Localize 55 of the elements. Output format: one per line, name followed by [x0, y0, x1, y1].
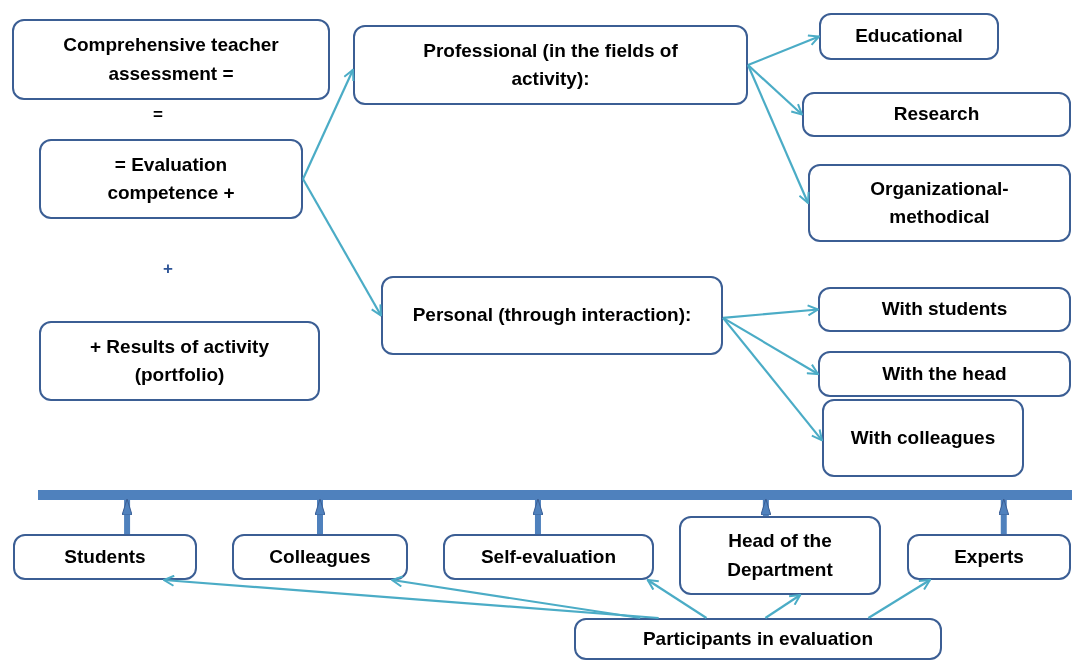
box-label: + Results of activity (portfolio) [89, 334, 270, 387]
arrow [747, 64, 803, 116]
arrow [646, 579, 708, 619]
block-arrow [998, 498, 1010, 534]
rounded-box [353, 25, 748, 105]
rounded-box [818, 287, 1071, 332]
box-label: With colleagues [850, 425, 996, 450]
box-label: Comprehensive teacher assessment = [62, 33, 280, 86]
box-label: Experts [954, 544, 1024, 569]
rounded-box [13, 534, 197, 580]
arrow [722, 317, 823, 442]
box-label: Personal (through interaction): [412, 303, 692, 328]
arrow [722, 316, 819, 375]
arrow [747, 34, 820, 67]
box-label: Organizational-methodical [869, 176, 1010, 229]
rounded-box [818, 351, 1071, 397]
arrow [747, 64, 810, 204]
block-arrow [314, 498, 326, 534]
rounded-box [39, 321, 320, 401]
box-label: Participants in evaluation [642, 626, 874, 651]
rounded-box [808, 164, 1071, 242]
box-label: Educational [855, 24, 963, 49]
rounded-box [39, 139, 303, 219]
box-label: Colleagues [269, 544, 371, 569]
rounded-box [679, 516, 881, 595]
box-label: With the head [882, 361, 1007, 386]
box-label: Professional (in the fields of activity): [422, 38, 679, 91]
arrow [764, 594, 802, 619]
operator-label: + [163, 258, 173, 280]
box-label: With students [881, 297, 1008, 322]
rounded-box [232, 534, 408, 580]
rounded-box [822, 399, 1024, 477]
arrow [162, 574, 659, 620]
box-label: Students [64, 544, 146, 569]
box-label: Research [893, 102, 980, 127]
rounded-box [12, 19, 330, 100]
rounded-box [907, 534, 1071, 580]
bar [38, 490, 1072, 500]
arrow [302, 68, 355, 180]
arrow [722, 304, 819, 319]
box-label: = Evaluation competence + [106, 152, 236, 205]
block-arrow [121, 498, 133, 534]
arrow [302, 178, 382, 317]
box-label: Head of the Department [726, 529, 834, 582]
block-arrow [760, 498, 772, 516]
rounded-box [574, 618, 942, 660]
rounded-box [381, 276, 723, 355]
rounded-box [819, 13, 999, 60]
box-label: Self-evaluation [480, 544, 617, 569]
block-arrow [532, 498, 544, 534]
arrow [867, 579, 931, 619]
rounded-box [802, 92, 1071, 137]
rounded-box [443, 534, 654, 580]
operator-label: = [153, 104, 163, 126]
arrow [391, 575, 641, 620]
